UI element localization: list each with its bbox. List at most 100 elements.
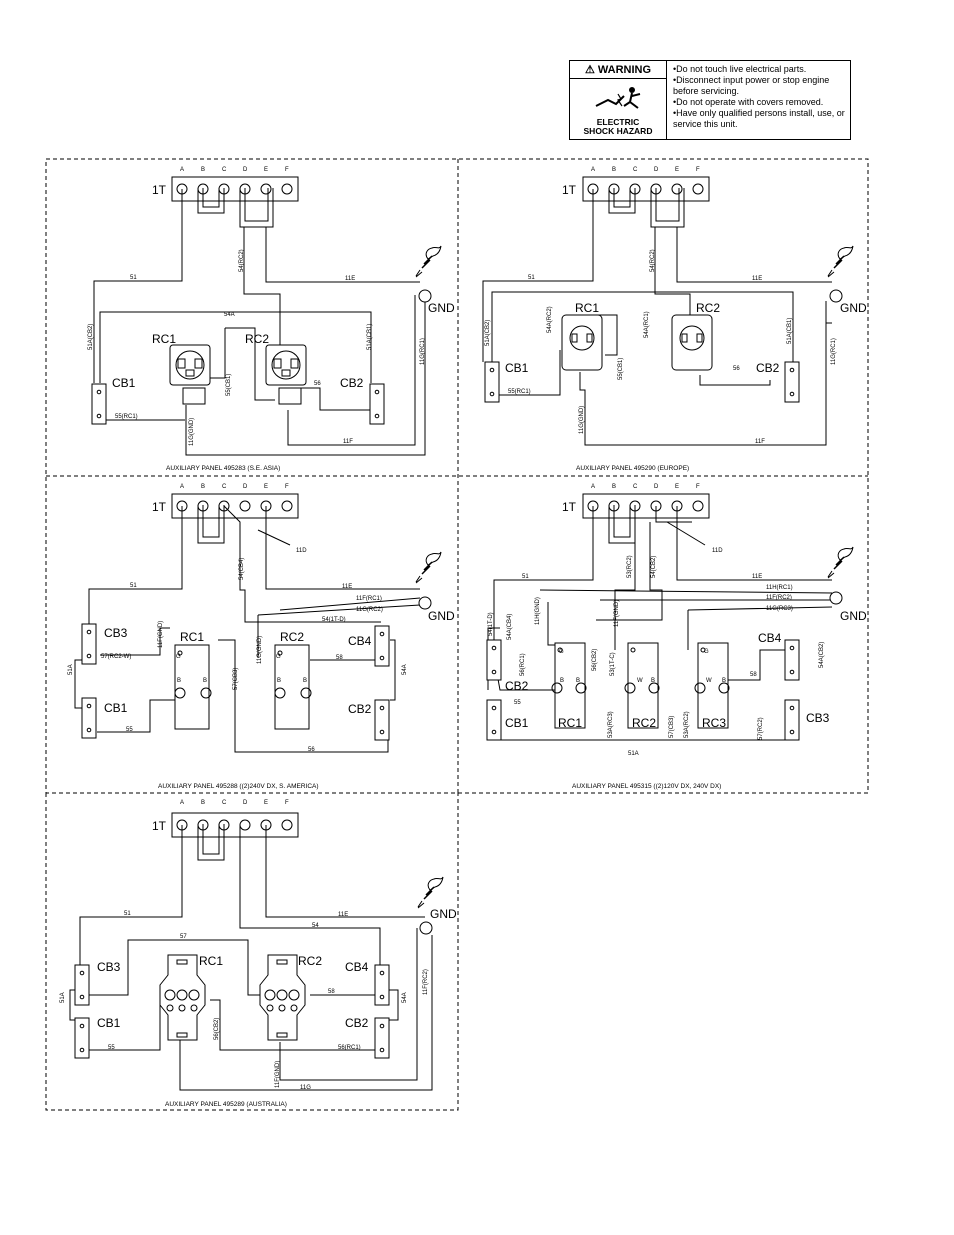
terminal-block-label: 1T xyxy=(152,500,167,514)
terminal-block-label: 1T xyxy=(152,183,167,197)
wire-label-11g-rc3: 11G(RC3) xyxy=(766,606,793,612)
terminal-block-label: 1T xyxy=(562,183,577,197)
panel-120v-240v: A B C D E F 1T xyxy=(486,484,867,790)
wire-label-51a-cb2: 51A(CB2) xyxy=(485,320,491,346)
caption-se-asia: AUXILIARY PANEL 495283 (S.E. ASIA) xyxy=(166,465,280,472)
panel-europe: A B C D E F 1T GND RC1 RC2 CB1 xyxy=(482,167,867,472)
cb3-breaker xyxy=(81,623,97,665)
terminal-letter-b: B xyxy=(612,484,616,490)
terminal-letter-d: D xyxy=(654,167,659,173)
cb2-label: CB2 xyxy=(345,1016,369,1030)
rc2-b1-label: B xyxy=(277,678,281,684)
wire-label-11e: 11E xyxy=(342,584,352,590)
wire-label-53-rc2: 53(RC2) xyxy=(627,555,633,578)
gnd-label: GND xyxy=(428,609,455,623)
wire-label-58: 58 xyxy=(336,655,343,661)
warning-item: Do not touch live electrical parts. xyxy=(673,64,846,75)
panel-borders xyxy=(45,158,869,1111)
ground-plug-icon xyxy=(827,245,854,278)
wire-label-11f-gnd: 11F(GND) xyxy=(275,1061,281,1088)
wire-label-54a: 54A xyxy=(402,992,408,1003)
terminal-block-label: 1T xyxy=(152,819,167,833)
rc3-receptacle xyxy=(697,642,729,729)
cb4-breaker xyxy=(374,964,390,1006)
wire-label-56-cb2: 56(CB2) xyxy=(214,1018,220,1040)
wire-label-55-rc1: 55(RC1) xyxy=(115,414,138,420)
rc2-receptacle xyxy=(265,344,307,386)
wire-label-51: 51 xyxy=(522,574,529,580)
cb2-label: CB2 xyxy=(756,361,780,375)
cb3-label: CB3 xyxy=(104,626,128,640)
wire-label-51: 51 xyxy=(124,911,131,917)
wire-label-51a-cb1: 51A(CB1) xyxy=(787,318,793,344)
rc2-g-label: G xyxy=(276,654,281,660)
wire-label-56: 56 xyxy=(733,366,740,372)
warning-item: Have only qualified persons install, use… xyxy=(673,108,846,130)
rc3-w-label: W xyxy=(706,678,712,684)
wire-label-11g-rc1: 11G(RC1) xyxy=(420,338,426,365)
cb2-breaker xyxy=(374,699,390,741)
wire-label-11f-rc1: 11F(RC1) xyxy=(356,596,382,602)
terminal-letter-c: C xyxy=(633,167,638,173)
terminal-letter-f: F xyxy=(696,167,700,173)
caption-120v-240v: AUXILIARY PANEL 495315 ((2)120V DX, 240V… xyxy=(572,783,721,790)
terminal-letter-a: A xyxy=(180,800,184,806)
wire-label-51: 51 xyxy=(130,583,137,589)
wire-label-54-rc2: 54(RC2) xyxy=(239,249,245,272)
rc1-b2-label: B xyxy=(576,678,580,684)
terminal-letter-c: C xyxy=(222,800,227,806)
rc3-g-label: G xyxy=(704,649,709,655)
wire-label-54a: 54A xyxy=(402,664,408,675)
wire-label-55: 55 xyxy=(126,727,133,733)
terminal-letter-c: C xyxy=(222,484,227,490)
ground-plug-icon xyxy=(415,551,442,584)
cb4-label: CB4 xyxy=(348,634,372,648)
rc1-receptacle xyxy=(169,344,211,386)
wire-label-51a: 51A xyxy=(68,664,74,675)
wire-label-57-cb3: 57(CB3) xyxy=(233,668,239,690)
wire-label-54a: 54A xyxy=(224,312,235,318)
wire-label-54-rc2: 54(RC2) xyxy=(650,249,656,272)
cb1-label: CB1 xyxy=(112,376,136,390)
wire-label-55-rc1: 55(RC1) xyxy=(508,389,531,395)
warning-item: Disconnect input power or stop engine be… xyxy=(673,75,846,97)
panel-australia: A B C D E F 1T xyxy=(60,800,457,1108)
wire-label-55-cb1: 55(CB1) xyxy=(226,374,232,396)
wire-label-11g-gnd: 11G(GND) xyxy=(189,418,195,446)
warning-hazard-text: ELECTRIC SHOCK HAZARD xyxy=(583,117,653,136)
wire-label-11f-gnd: 11F(GND) xyxy=(158,621,164,648)
terminal-letter-f: F xyxy=(285,167,289,173)
terminal-letter-e: E xyxy=(264,484,268,490)
wire-label-11h-rc1: 11H(RC1) xyxy=(766,585,793,591)
wire-label-51a-cb1: 51A(CB1) xyxy=(367,324,373,350)
rc2-label: RC2 xyxy=(696,301,720,315)
wire-label-56: 56 xyxy=(314,381,321,387)
wire-label-51: 51 xyxy=(130,275,137,281)
wire-label-11g: 11G xyxy=(300,1085,311,1091)
rc1-label: RC1 xyxy=(152,332,176,346)
cb4-label: CB4 xyxy=(758,631,782,645)
wire-label-54-1t-d: 54(1T-D) xyxy=(488,612,494,636)
terminal-block-1t xyxy=(171,812,299,838)
warning-item: Do not operate with covers removed. xyxy=(673,97,846,108)
rc2-receptacle xyxy=(671,314,713,371)
rc3-b-label: B xyxy=(722,678,726,684)
wire-label-57: 57 xyxy=(180,934,187,940)
terminal-letter-c: C xyxy=(633,484,638,490)
terminal-block-1t xyxy=(171,176,299,202)
caption-europe: AUXILIARY PANEL 495290 (EUROPE) xyxy=(576,465,689,472)
cb4-breaker xyxy=(784,639,800,681)
terminal-letter-f: F xyxy=(696,484,700,490)
wire-label-11e: 11E xyxy=(345,276,355,282)
cb1-breaker xyxy=(91,383,107,425)
wire-label-11g-gnd: 11G(GND) xyxy=(257,636,263,664)
rc1-b2-label: B xyxy=(203,678,207,684)
terminal-letter-a: A xyxy=(180,484,184,490)
terminal-letter-e: E xyxy=(264,167,268,173)
wire-label-11h-gnd: 11H(GND) xyxy=(535,597,541,625)
terminal-letter-d: D xyxy=(243,800,248,806)
terminal-letter-b: B xyxy=(201,167,205,173)
ground-plug-icon xyxy=(417,876,444,909)
wire-label-54a-cb2: 54A(CB2) xyxy=(819,642,825,668)
panel-s-america: A B C D E F 1T GND RC1 xyxy=(68,484,455,790)
